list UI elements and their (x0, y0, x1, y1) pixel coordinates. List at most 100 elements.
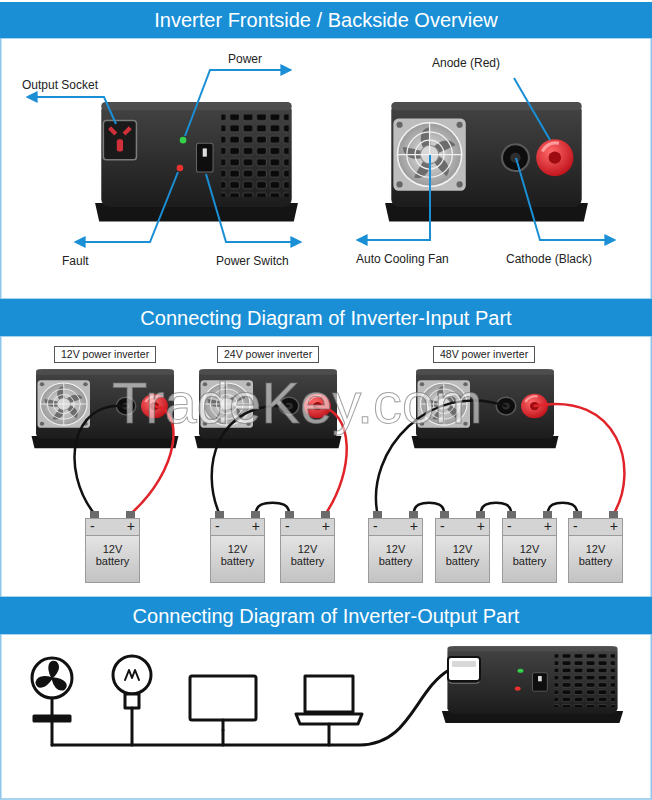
positive-cable (535, 404, 625, 514)
laptop-screen (305, 676, 353, 712)
battery-lid (569, 519, 623, 536)
watermark: TradeKey.com (112, 370, 483, 436)
battery-terminal (321, 511, 330, 519)
battery-case (436, 519, 490, 583)
callout-label: Output Socket (22, 78, 98, 92)
battery-label: 12V battery (507, 543, 552, 579)
inverter-front (442, 646, 623, 723)
battery-label: 12V battery (215, 543, 260, 579)
terminal-sign: - (440, 518, 445, 535)
leader-line (516, 158, 614, 240)
terminal-sign: - (285, 518, 290, 535)
leader-lines (28, 70, 614, 242)
battery-terminal (476, 511, 485, 519)
fan-icon (32, 658, 72, 698)
battery-label: 12V battery (440, 543, 485, 579)
battery-case (369, 519, 423, 583)
battery-lid (281, 519, 335, 536)
jumper-wire (414, 503, 445, 518)
bulb-icon (113, 656, 151, 694)
section-frame (1, 634, 652, 799)
battery-label: 12V battery (573, 543, 618, 579)
battery-terminal (409, 511, 418, 519)
battery-terminal (251, 511, 260, 519)
bulb-filament (125, 670, 139, 680)
battery-terminal (507, 511, 516, 519)
battery-case (86, 519, 140, 583)
battery-case (569, 519, 623, 583)
header-text: Connecting Diagram of Inverter-Input Par… (140, 307, 511, 329)
section-header: Inverter Frontside / Backside Overview (0, 2, 652, 38)
battery-case (281, 519, 335, 583)
callout-label: Power (228, 52, 262, 66)
battery-terminal (440, 511, 449, 519)
leader-line (514, 78, 550, 140)
leader-line (185, 70, 290, 136)
battery: - +12V battery (210, 518, 265, 583)
battery-terminal (90, 511, 99, 519)
battery-label: 12V battery (285, 543, 330, 579)
leader-line (28, 97, 116, 124)
leader-line (76, 172, 178, 242)
terminal-sign: + (127, 518, 135, 535)
battery-terminal (543, 511, 552, 519)
callout-label: Auto Cooling Fan (356, 252, 449, 266)
header-text: Connecting Diagram of Inverter-Output Pa… (133, 605, 520, 627)
battery-terminal (215, 511, 224, 519)
tag-text: 48V power inverter (440, 348, 528, 361)
terminal-sign: - (90, 518, 95, 535)
bulb-base (125, 694, 139, 708)
terminal-sign: + (252, 518, 260, 535)
leader-line (206, 174, 300, 242)
battery-lid (436, 519, 490, 536)
terminal-sign: - (507, 518, 512, 535)
battery: -+12V battery (280, 518, 335, 583)
battery-lid (211, 519, 265, 536)
battery-terminal (609, 511, 618, 519)
battery-label: 12V battery (373, 543, 418, 579)
battery: -+12V battery (568, 518, 623, 583)
battery: -+12V battery (502, 518, 557, 583)
terminal-sign: - (373, 518, 378, 535)
section-frame (1, 38, 652, 299)
leader-line (358, 155, 430, 240)
inverter-back (385, 102, 588, 221)
inverter-front (95, 102, 298, 221)
section-frame (1, 336, 652, 597)
monitor-icon (190, 676, 256, 720)
inverter-tag: 12V power inverter (54, 346, 156, 363)
fan-blade (49, 662, 58, 678)
tag-text: 12V power inverter (61, 348, 149, 361)
inverter-tag: 24V power inverter (217, 346, 319, 363)
terminal-sign: + (610, 518, 618, 535)
terminal-sign: - (215, 518, 220, 535)
cord-drop (52, 708, 329, 745)
battery-label: 12V battery (90, 543, 135, 579)
battery: - +12V battery (435, 518, 490, 583)
jumper-wire (481, 503, 512, 518)
battery-case (211, 519, 265, 583)
battery-lid (369, 519, 423, 536)
header-text: Inverter Frontside / Backside Overview (154, 9, 497, 31)
tag-text: 24V power inverter (224, 348, 312, 361)
power-cord (52, 670, 449, 745)
section-header: Connecting Diagram of Inverter-Input Par… (0, 299, 652, 336)
inverter-tag: 48V power inverter (433, 346, 535, 363)
terminal-sign: + (477, 518, 485, 535)
fan-blade (35, 673, 54, 689)
callout-label: Fault (62, 254, 89, 268)
callout-label: Power Switch (216, 254, 289, 268)
battery-terminal (285, 511, 294, 519)
fan-stand (51, 698, 54, 716)
plug-detail (452, 661, 476, 667)
callout-label: Anode (Red) (432, 56, 500, 70)
battery: - +12V battery (368, 518, 423, 583)
terminal-sign: + (410, 518, 418, 535)
callout-label: Cathode (Black) (506, 252, 592, 266)
battery-lid (503, 519, 557, 536)
battery-terminal (373, 511, 382, 519)
cord (52, 670, 449, 745)
battery: - +12V battery (85, 518, 140, 583)
battery-terminal (126, 511, 135, 519)
